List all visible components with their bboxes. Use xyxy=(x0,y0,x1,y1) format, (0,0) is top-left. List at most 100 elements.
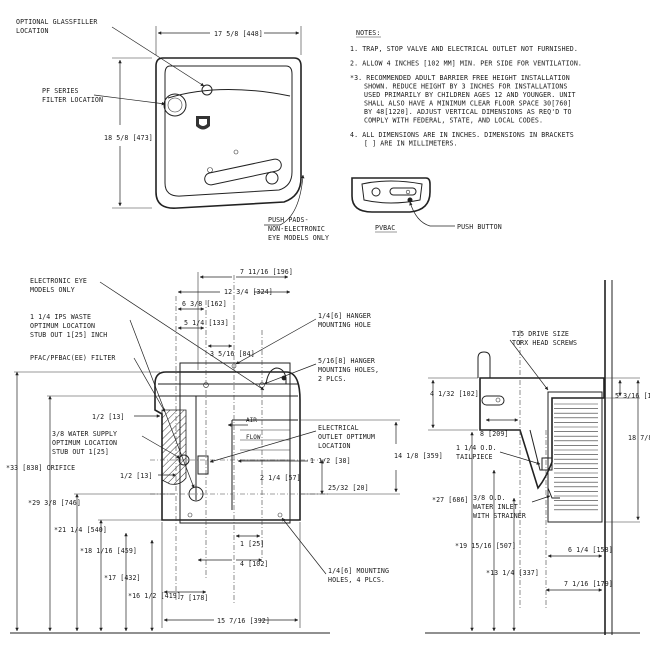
dim-29: *29 3/8 [746] xyxy=(28,499,81,507)
hanger-hole-label: 1/4[6] HANGER xyxy=(318,312,371,320)
dim-2-1-4: 2 1/4 [57] xyxy=(260,474,301,482)
svg-text:STUB OUT 1[25]: STUB OUT 1[25] xyxy=(52,448,109,456)
dim-14-1-8: 14 1/8 [359] xyxy=(394,452,443,460)
glassfiller-circle xyxy=(201,84,213,96)
top-width-dim: 17 5/8 [448] xyxy=(214,30,263,38)
front-left-dims: *33 [838] ORIFICE *29 3/8 [746] *21 1/4 … xyxy=(6,371,181,632)
tailpiece-label: 1 1/4 O.D. xyxy=(456,444,497,452)
note-2: 2. ALLOW 4 INCHES [102 MM] MIN. PER SIDE… xyxy=(350,60,582,68)
side-bubbler xyxy=(477,351,491,378)
svg-text:WITH STRAINER: WITH STRAINER xyxy=(473,512,526,520)
note-3-line: SHALL ALSO HAVE A MINIMUM CLEAR FLOOR SP… xyxy=(364,100,572,108)
dim-25-32: 25/32 [20] xyxy=(328,484,369,492)
side-dim-5-3-16: 5 3/16 [132] xyxy=(615,392,650,400)
dim-5-1-4: 5 1/4 [133] xyxy=(184,319,229,327)
push-bar xyxy=(204,158,282,186)
hanger-holes-label: 5/16[8] HANGER xyxy=(318,357,375,365)
water-inlet-label: 3/8 O.D. xyxy=(473,494,506,502)
logo-badge-icon xyxy=(196,116,210,130)
dim-7: 7 [178] xyxy=(180,594,209,602)
dim-half-2: 1/2 [13] xyxy=(120,472,153,480)
svg-text:LOCATION: LOCATION xyxy=(16,27,49,35)
svg-text:FLOW: FLOW xyxy=(246,434,261,441)
side-dim-4-1-32: 4 1/32 [102] xyxy=(430,390,479,398)
side-dim-8: 8 [209] xyxy=(480,430,509,438)
side-dim-6-1-4: 6 1/4 [158] xyxy=(568,546,613,554)
svg-text:2 PLCS.: 2 PLCS. xyxy=(318,375,347,383)
note-4-line: [ ] ARE IN MILLIMETERS. xyxy=(364,140,458,148)
electrical-outlet xyxy=(197,455,209,475)
mounting-holes-label: 1/4[6] MOUNTING xyxy=(328,567,389,575)
side-dim-7-1-16: 7 1/16 [179] xyxy=(564,580,613,588)
svg-text:EYE MODELS ONLY: EYE MODELS ONLY xyxy=(268,234,329,242)
electronic-eye-label: ELECTRONIC EYE xyxy=(30,277,87,285)
svg-text:OPTIMUM LOCATION: OPTIMUM LOCATION xyxy=(52,439,117,447)
note-3: *3. RECOMMENDED ADULT BARRIER FREE HEIGH… xyxy=(350,74,570,82)
pf-filter-label: PF SERIES xyxy=(42,87,79,95)
dim-1-1-2: 1 1/2 [38] xyxy=(310,457,351,465)
svg-text:OUTLET OPTIMUM: OUTLET OPTIMUM xyxy=(318,433,375,441)
dim-half-1: 1/2 [13] xyxy=(92,413,125,421)
pfac-filter-block xyxy=(161,409,187,485)
dim-16: *16 1/2 [419] xyxy=(128,592,181,600)
front-bottom-dims: 1 [25] 4 [102] 7 [178] 15 7/16 [392] xyxy=(161,522,301,628)
side-body xyxy=(479,377,605,490)
dim-15-7-16: 15 7/16 [392] xyxy=(217,617,270,625)
svg-text:HOLES, 4 PLCS.: HOLES, 4 PLCS. xyxy=(328,576,385,584)
dim-3-5-16: 3 5/16 [84] xyxy=(210,350,255,358)
front-mid-dims: 1/2 [13] 1/2 [13] 1 1/2 [38] 2 1/4 [57] … xyxy=(92,413,443,495)
pvbac-body xyxy=(351,177,431,213)
dim-1: 1 [25] xyxy=(240,540,264,548)
notes-title: NOTES: xyxy=(356,29,380,37)
notes-list: 1. TRAP, STOP VALVE AND ELECTRICAL OUTLE… xyxy=(350,45,582,148)
side-mounting-plate xyxy=(547,391,603,523)
side-dim-27: *27 [686] xyxy=(432,496,469,504)
svg-text:WATER INLET: WATER INLET xyxy=(473,503,518,511)
svg-text:MODELS ONLY: MODELS ONLY xyxy=(30,286,75,294)
air-flow-label: AIR xyxy=(246,417,257,424)
top-height-dim: 18 5/8 [473] xyxy=(104,134,153,142)
note-1: 1. TRAP, STOP VALVE AND ELECTRICAL OUTLE… xyxy=(350,45,578,53)
supply-stub xyxy=(178,454,190,466)
pfac-filter-label: PFAC/PFBAC(EE) FILTER xyxy=(30,354,115,362)
front-callouts: ELECTRONIC EYE MODELS ONLY 1 1/4 IPS WAS… xyxy=(30,277,389,584)
note-3-line: COMPLY WITH FEDERAL, STATE, AND LOCAL CO… xyxy=(364,117,543,125)
notes-block: NOTES: 1. TRAP, STOP VALVE AND ELECTRICA… xyxy=(350,29,582,148)
glassfiller-label: OPTIONAL GLASSFILLER xyxy=(16,18,97,26)
bubbler xyxy=(265,367,287,385)
svg-text:NON-ELECTRONIC: NON-ELECTRONIC xyxy=(268,225,325,233)
svg-text:STUB OUT 1[25] INCH: STUB OUT 1[25] INCH xyxy=(30,331,107,339)
note-4: 4. ALL DIMENSIONS ARE IN INCHES. DIMENSI… xyxy=(350,131,574,139)
dim-7-11-16: 7 11/16 [196] xyxy=(240,268,293,276)
note-3-line: USED PRIMARILY BY CHILDREN AGES 12 AND Y… xyxy=(364,91,576,99)
water-supply-label: 3/8 WATER SUPPLY xyxy=(52,430,117,438)
dim-33: *33 [838] ORIFICE xyxy=(6,464,75,472)
waste-label: 1 1/4 IPS WASTE xyxy=(30,313,91,321)
filter-circle xyxy=(163,93,187,117)
side-view: 4 1/32 [102] *27 [686] *19 15/16 [507] *… xyxy=(425,280,650,635)
side-dim-18-7-8: 18 7/8 [480] xyxy=(628,434,650,442)
dim-4: 4 [102] xyxy=(240,560,269,568)
torx-label: T15 DRIVE SIZE xyxy=(512,330,569,338)
push-pads-label: PUSH PADS- xyxy=(268,216,309,224)
dim-17: *17 [432] xyxy=(104,574,141,582)
side-dim-13: *13 1/4 [337] xyxy=(486,569,539,577)
dim-18: *18 1/16 [459] xyxy=(80,547,137,555)
dim-21: *21 1/4 [540] xyxy=(54,526,107,534)
push-button-label: PUSH BUTTON xyxy=(457,223,502,231)
top-view: 17 5/8 [448] 18 5/8 [473] O xyxy=(16,18,329,242)
svg-text:OPTIMUM LOCATION: OPTIMUM LOCATION xyxy=(30,322,95,330)
top-body-outline xyxy=(155,57,302,209)
svg-text:TAILPIECE: TAILPIECE xyxy=(456,453,493,461)
svg-text:LOCATION: LOCATION xyxy=(318,442,351,450)
dim-12-3-4: 12 3/4 [324] xyxy=(224,288,273,296)
electrical-outlet-label: ELECTRICAL xyxy=(318,424,359,432)
front-view: AIR FLOW xyxy=(6,268,443,634)
dim-6-3-8: 6 3/8 [162] xyxy=(182,300,227,308)
pvbac-label: PVBAC xyxy=(375,224,395,232)
top-basin xyxy=(164,65,293,197)
svg-text:TORX HEAD SCREWS: TORX HEAD SCREWS xyxy=(512,339,577,347)
note-3-line: BY 48[1220]. ADJUST VERTICAL DIMENSIONS … xyxy=(364,108,572,116)
note-3-line: SHOWN. REDUCE HEIGHT BY 3 INCHES FOR INS… xyxy=(364,83,568,91)
side-fin-hatch xyxy=(554,403,598,511)
